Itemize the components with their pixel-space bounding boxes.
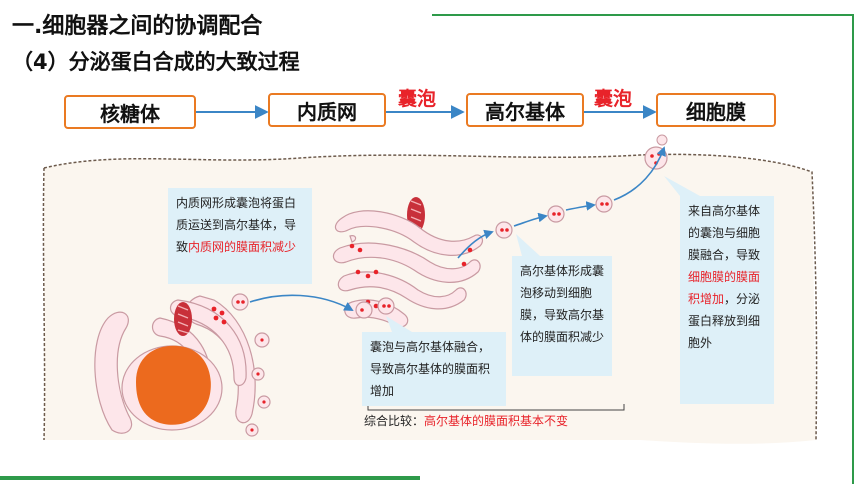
note-membrane: 来自高尔基体的囊泡与细胞膜融合，导致细胞膜的膜面积增加，分泌蛋白释放到细胞外 (680, 196, 774, 404)
note-golgi-out: 高尔基体形成囊泡移动到细胞膜，导致高尔基体的膜面积减少 (512, 256, 612, 376)
step-ribosome: 核糖体 (64, 95, 196, 129)
page-subtitle: （4）分泌蛋白合成的大致过程 (12, 50, 300, 74)
vesicle-label-2: 囊泡 (594, 88, 633, 110)
note-pointer-membrane (664, 176, 700, 196)
arrow-golgi-to-vesicle (457, 229, 494, 259)
frame-right-line (852, 14, 854, 484)
arrow-vesicle-1 (513, 212, 548, 227)
step-golgi: 高尔基体 (466, 93, 584, 127)
frame-bottom-line (0, 476, 420, 480)
page-title: 一.细胞器之间的协调配合 (12, 14, 263, 39)
frame-top-line (432, 14, 854, 16)
note-er: 内质网形成囊泡将蛋白质运送到高尔基体，导致内质网的膜面积减少 (168, 188, 312, 284)
cell-membrane-outline (43, 153, 818, 441)
summary-bracket (367, 404, 625, 411)
summary-comparison: 综合比较：高尔基体的膜面积基本不变 (364, 408, 624, 434)
vesicle-label-1: 囊泡 (398, 88, 437, 110)
step-er: 内质网 (268, 93, 386, 127)
note-pointer-golgi-out (516, 234, 540, 256)
arrow-to-membrane (613, 146, 666, 201)
arrow-vesicle-2 (565, 201, 596, 211)
note-pointer-golgi-in (386, 316, 412, 332)
step-cell-membrane: 细胞膜 (656, 93, 776, 127)
golgi-proteins (349, 243, 473, 309)
arrow-er-to-golgi (249, 294, 354, 311)
nucleus (136, 345, 211, 425)
ribosomes (211, 306, 227, 325)
note-golgi-in: 囊泡与高尔基体融合，导致高尔基体的膜面积增加 (362, 332, 506, 406)
summary-label: 综合比较： (364, 414, 425, 428)
summary-value: 高尔基体的膜面积基本不变 (424, 414, 569, 428)
mitochondrion-left (174, 302, 192, 336)
